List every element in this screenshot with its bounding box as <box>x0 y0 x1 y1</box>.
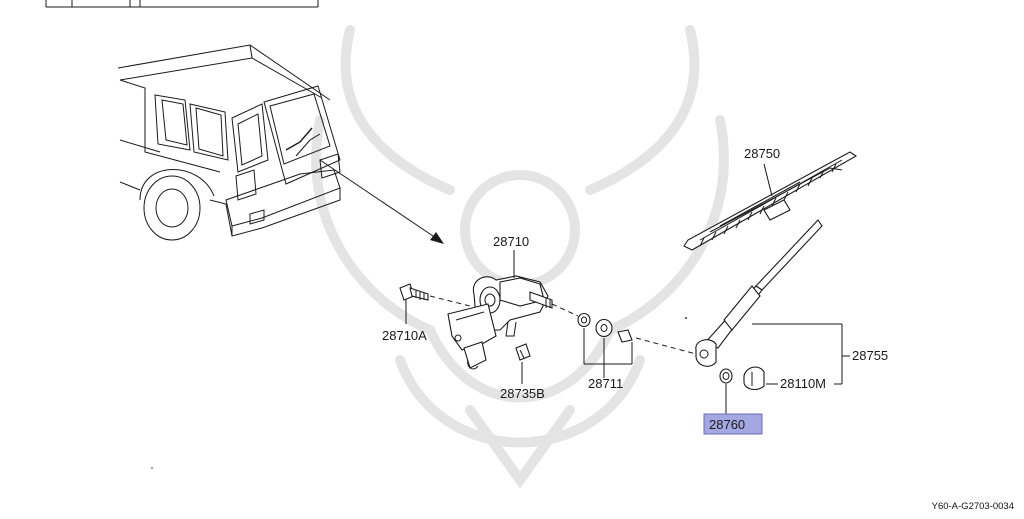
scan-dot <box>151 467 153 469</box>
wiper-arm <box>695 219 823 367</box>
callout-28710[interactable]: 28710 <box>493 234 529 249</box>
leader-lines <box>405 163 850 414</box>
clip-28735B <box>515 343 531 361</box>
grommet-set-28711 <box>551 303 697 355</box>
highlight-box <box>703 413 763 435</box>
callout-28710A[interactable]: 28710A <box>382 328 427 343</box>
cap-28110M <box>743 366 765 391</box>
wiper-motor <box>447 275 553 370</box>
leader-arrow <box>319 159 444 244</box>
watermark-emblem <box>311 25 729 489</box>
figure-code: Y60-A-G2703-0034 <box>932 501 1014 512</box>
bolt-28710A <box>399 283 471 307</box>
scan-dot <box>685 317 687 319</box>
callout-28750[interactable]: 28750 <box>744 146 780 161</box>
nut-28760 <box>719 368 733 384</box>
vehicle-illustration <box>117 44 341 241</box>
callout-28760[interactable]: 28760 <box>709 417 745 432</box>
wiper-blade <box>683 151 858 251</box>
callout-28711[interactable]: 28711 <box>588 376 623 391</box>
callout-28110M[interactable]: 28110M <box>780 376 826 391</box>
callout-28755[interactable]: 28755 <box>852 348 888 363</box>
header-table-fragment <box>45 0 319 8</box>
callout-28735B[interactable]: 28735B <box>500 386 545 401</box>
